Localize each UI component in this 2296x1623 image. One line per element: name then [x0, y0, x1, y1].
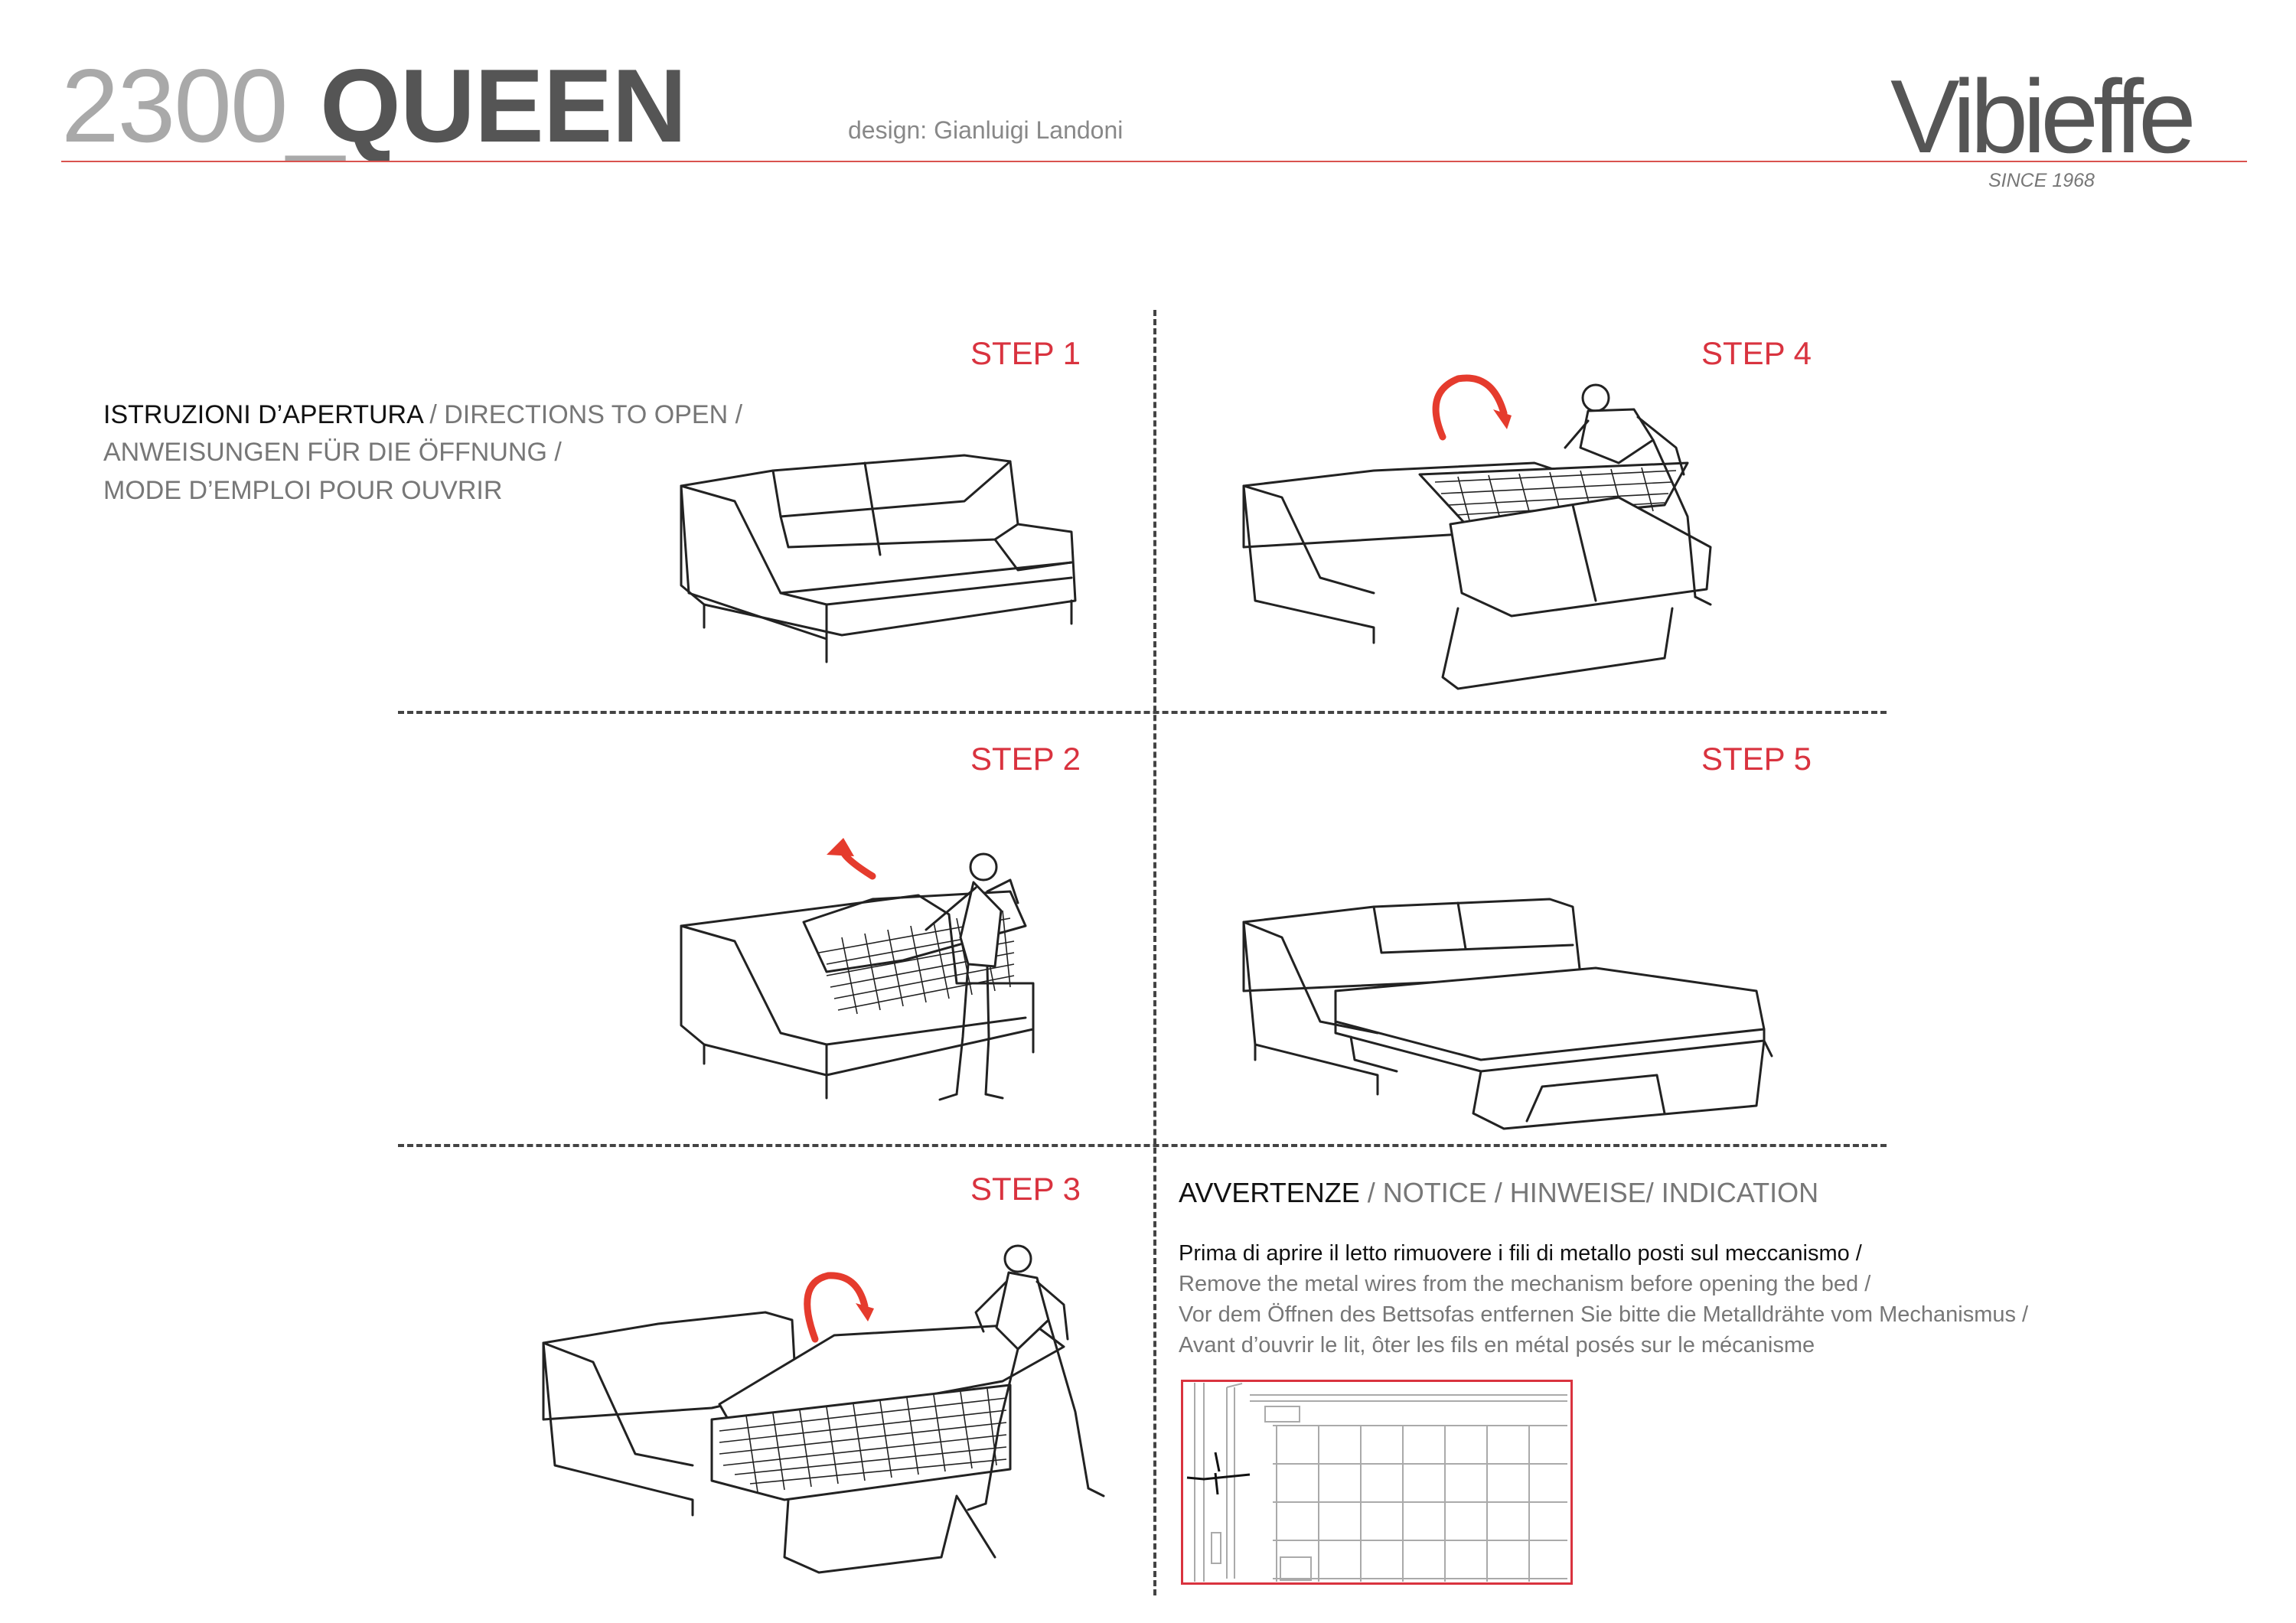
notice-line-it: Prima di aprire il letto rimuovere i fil…	[1179, 1241, 1862, 1266]
header-rule	[61, 161, 2247, 162]
step-1-label: STEP 1	[970, 335, 1081, 371]
notice-title: AVVERTENZE / NOTICE / HINWEISE/ INDICATI…	[1179, 1177, 1819, 1208]
step-5-label: STEP 5	[1701, 741, 1812, 777]
rotate-arrow-icon	[1432, 374, 1508, 441]
directions-english: DIRECTIONS TO OPEN /	[444, 400, 743, 429]
directions-german: ANWEISUNGEN FÜR DIE ÖFFNUNG /	[103, 438, 562, 468]
step-4-label: STEP 4	[1701, 335, 1812, 371]
notice-title-rest: NOTICE / HINWEISE/ INDICATION	[1382, 1177, 1819, 1208]
step-3-label: STEP 3	[970, 1171, 1081, 1207]
notice-title-it: AVVERTENZE	[1179, 1177, 1360, 1208]
model-name: QUEEN	[320, 47, 687, 164]
designer-credit: design: Gianluigi Landoni	[848, 116, 1124, 144]
horizontal-divider-top	[398, 711, 1887, 714]
directions-french: MODE D’EMPLOI POUR OUVRIR	[103, 475, 503, 505]
step3-illustration	[542, 1244, 1105, 1574]
step2-illustration	[680, 838, 1035, 1101]
brand-since: SINCE 1968	[1988, 170, 2095, 191]
notice-line-de: Vor dem Öffnen des Bettsofas entfernen S…	[1179, 1302, 2029, 1328]
horizontal-divider-bottom	[398, 1144, 1887, 1147]
sofa-closed-illustration	[680, 454, 1077, 663]
step4-illustration	[1242, 374, 1712, 690]
directions-block: ISTRUZIONI D’APERTURA / DIRECTIONS TO OP…	[103, 396, 742, 510]
notice-line-en: Remove the metal wires from the mechanis…	[1179, 1272, 1871, 1297]
notice-line-fr: Avant d’ouvrir le lit, ôter les fils en …	[1179, 1333, 1815, 1358]
step-2-label: STEP 2	[970, 741, 1081, 777]
model-number: 2300_	[61, 47, 344, 164]
sofa-bed-open-illustration	[1242, 898, 1773, 1130]
brand-logo: Vibieffe	[1890, 58, 2197, 174]
notice-body: Prima di aprire il letto rimuovere i fil…	[1179, 1238, 2028, 1361]
notice-detail-image	[1181, 1380, 1573, 1585]
rotate-arrow-icon	[804, 1272, 869, 1343]
vertical-divider	[1153, 310, 1156, 1595]
directions-italian: ISTRUZIONI D’APERTURA	[103, 400, 422, 429]
